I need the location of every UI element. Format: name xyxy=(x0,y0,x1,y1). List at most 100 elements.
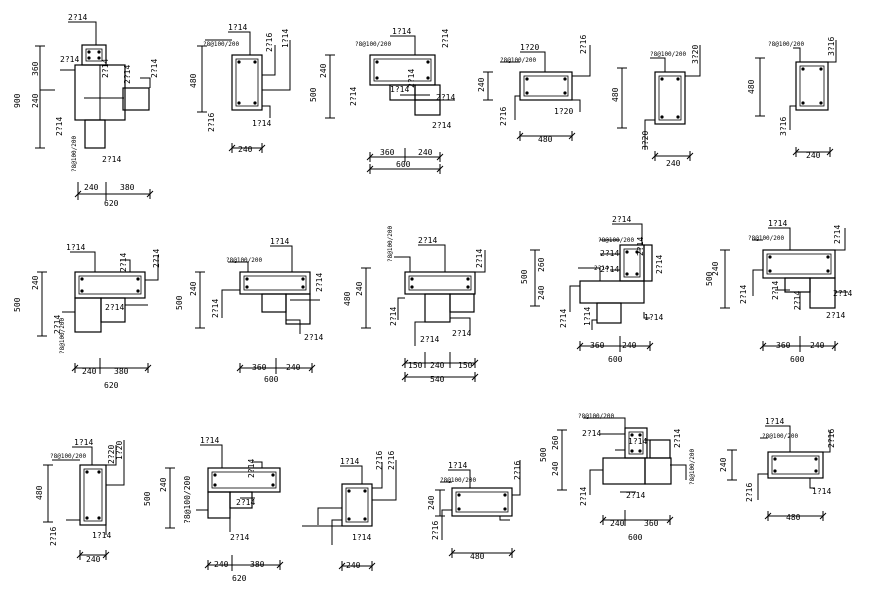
rebar-label: 2?14 xyxy=(436,93,455,102)
dimension-tick xyxy=(599,516,607,524)
leader-line xyxy=(221,289,240,318)
rebar-dot xyxy=(363,489,367,493)
stirrup-outline xyxy=(373,58,432,82)
dimension-label: 240 xyxy=(214,560,229,569)
rebar-label: 1?20 xyxy=(115,441,124,460)
rebar-dot xyxy=(85,516,89,520)
rebar-label: 1?14 xyxy=(644,313,663,322)
rebar-label: 2?14 xyxy=(407,69,416,88)
dimension-tick xyxy=(401,359,409,367)
rebar-label: 2?14 xyxy=(349,87,358,106)
dimension-label: 240 xyxy=(346,561,361,570)
dimension-tick xyxy=(508,549,516,557)
rebar-label: 2?14 xyxy=(230,533,249,542)
dimension-tick xyxy=(71,364,79,372)
column-outline xyxy=(341,483,373,527)
rebar-dot xyxy=(503,493,507,497)
dimension-tick xyxy=(666,516,674,524)
leader-line xyxy=(578,267,601,281)
rebar-dot xyxy=(635,272,639,276)
dimension-label: 240 xyxy=(238,145,253,154)
rebar-dot xyxy=(638,433,642,437)
rebar-dot xyxy=(80,277,84,281)
rebar-label: 2?14 xyxy=(739,285,748,304)
rebar-label: ?8@100/200 xyxy=(226,257,263,264)
rebar-label: 2?14 xyxy=(55,117,64,136)
rebar-dot xyxy=(301,277,305,281)
rebar-label: ?8@100/200 xyxy=(183,476,192,524)
dimension-tick xyxy=(102,551,110,559)
dimension-label: 500 xyxy=(705,271,714,286)
rebar-dot xyxy=(136,289,140,293)
dimension-label: 240 xyxy=(430,361,445,370)
rebar-label: 2?16 xyxy=(375,451,384,470)
rebar-dot xyxy=(87,56,91,60)
column-outline xyxy=(649,439,671,459)
dimension-label: 500 xyxy=(143,491,152,506)
leader-line xyxy=(331,519,342,545)
leader-line xyxy=(72,446,93,465)
rebar-label: 2?16 xyxy=(49,527,58,546)
leader-line xyxy=(768,227,791,250)
rebar-label: ?8@100/200 xyxy=(689,448,696,485)
rebar-label: ?8@100/200 xyxy=(50,453,87,460)
column-outline xyxy=(79,464,107,526)
dimension-label: 240 xyxy=(810,341,825,350)
rebar-dot xyxy=(773,457,777,461)
leader-line xyxy=(394,256,411,272)
rebar-dot xyxy=(563,77,567,81)
rebar-label: 1?14 xyxy=(390,85,409,94)
rebar-label: 2?16 xyxy=(827,429,836,448)
rebar-label: ?8@100/200 xyxy=(59,317,66,354)
stirrup-outline xyxy=(235,58,259,107)
column-outline xyxy=(74,297,102,333)
rebar-dot xyxy=(97,56,101,60)
column-outline xyxy=(239,271,311,295)
column-outline xyxy=(231,54,263,111)
rebar-dot xyxy=(773,469,777,473)
dimension-label: 240 xyxy=(86,555,101,564)
rebar-dot xyxy=(213,483,217,487)
rebar-label: 2?14 xyxy=(60,55,79,64)
rebar-label: 2?16 xyxy=(431,521,440,540)
rebar-label: 3?16 xyxy=(827,37,836,56)
dimension-label: 620 xyxy=(104,199,119,208)
dimension-tick xyxy=(516,132,524,140)
dimension-label: 500 xyxy=(520,269,529,284)
leader-line xyxy=(765,425,791,452)
rebar-label: 2?14 xyxy=(579,487,588,506)
rebar-dot xyxy=(457,507,461,511)
rebar-label: 1?14 xyxy=(340,457,359,466)
leader-line xyxy=(475,250,486,273)
rebar-dot xyxy=(563,91,567,95)
leader-line xyxy=(789,105,796,130)
rebar-label: 2?14 xyxy=(102,155,121,164)
rebar-dot xyxy=(97,50,101,54)
rebar-label: 2?14 xyxy=(432,121,451,130)
rebar-dot xyxy=(676,115,680,119)
leader-line xyxy=(262,45,276,76)
rebar-dot xyxy=(253,60,257,64)
column-outline xyxy=(519,71,573,101)
rebar-label: 2?16 xyxy=(745,483,754,502)
rebar-dot xyxy=(676,77,680,81)
rebar-dot xyxy=(826,269,830,273)
rebar-label: 2?14 xyxy=(559,309,568,328)
rebar-dot xyxy=(375,76,379,80)
rebar-label: 2?14 xyxy=(53,315,62,334)
dimension-label: 500 xyxy=(175,295,184,310)
column-outline xyxy=(654,71,686,125)
rebar-label: ?8@100/200 xyxy=(578,413,615,420)
rebar-label: 1?14 xyxy=(200,436,219,445)
rebar-label: 2?14 xyxy=(826,311,845,320)
rebar-dot xyxy=(347,517,351,521)
leader-line xyxy=(68,21,97,45)
rebar-label: 2?16 xyxy=(265,33,274,52)
stirrup-outline xyxy=(211,471,277,489)
rebar-dot xyxy=(525,91,529,95)
stirrup-outline xyxy=(628,431,644,455)
rebar-dot xyxy=(136,277,140,281)
rebar-dot xyxy=(245,277,249,281)
rebar-label: ?8@100/200 xyxy=(768,41,805,48)
rebar-label: ?8@100/200 xyxy=(355,41,392,48)
